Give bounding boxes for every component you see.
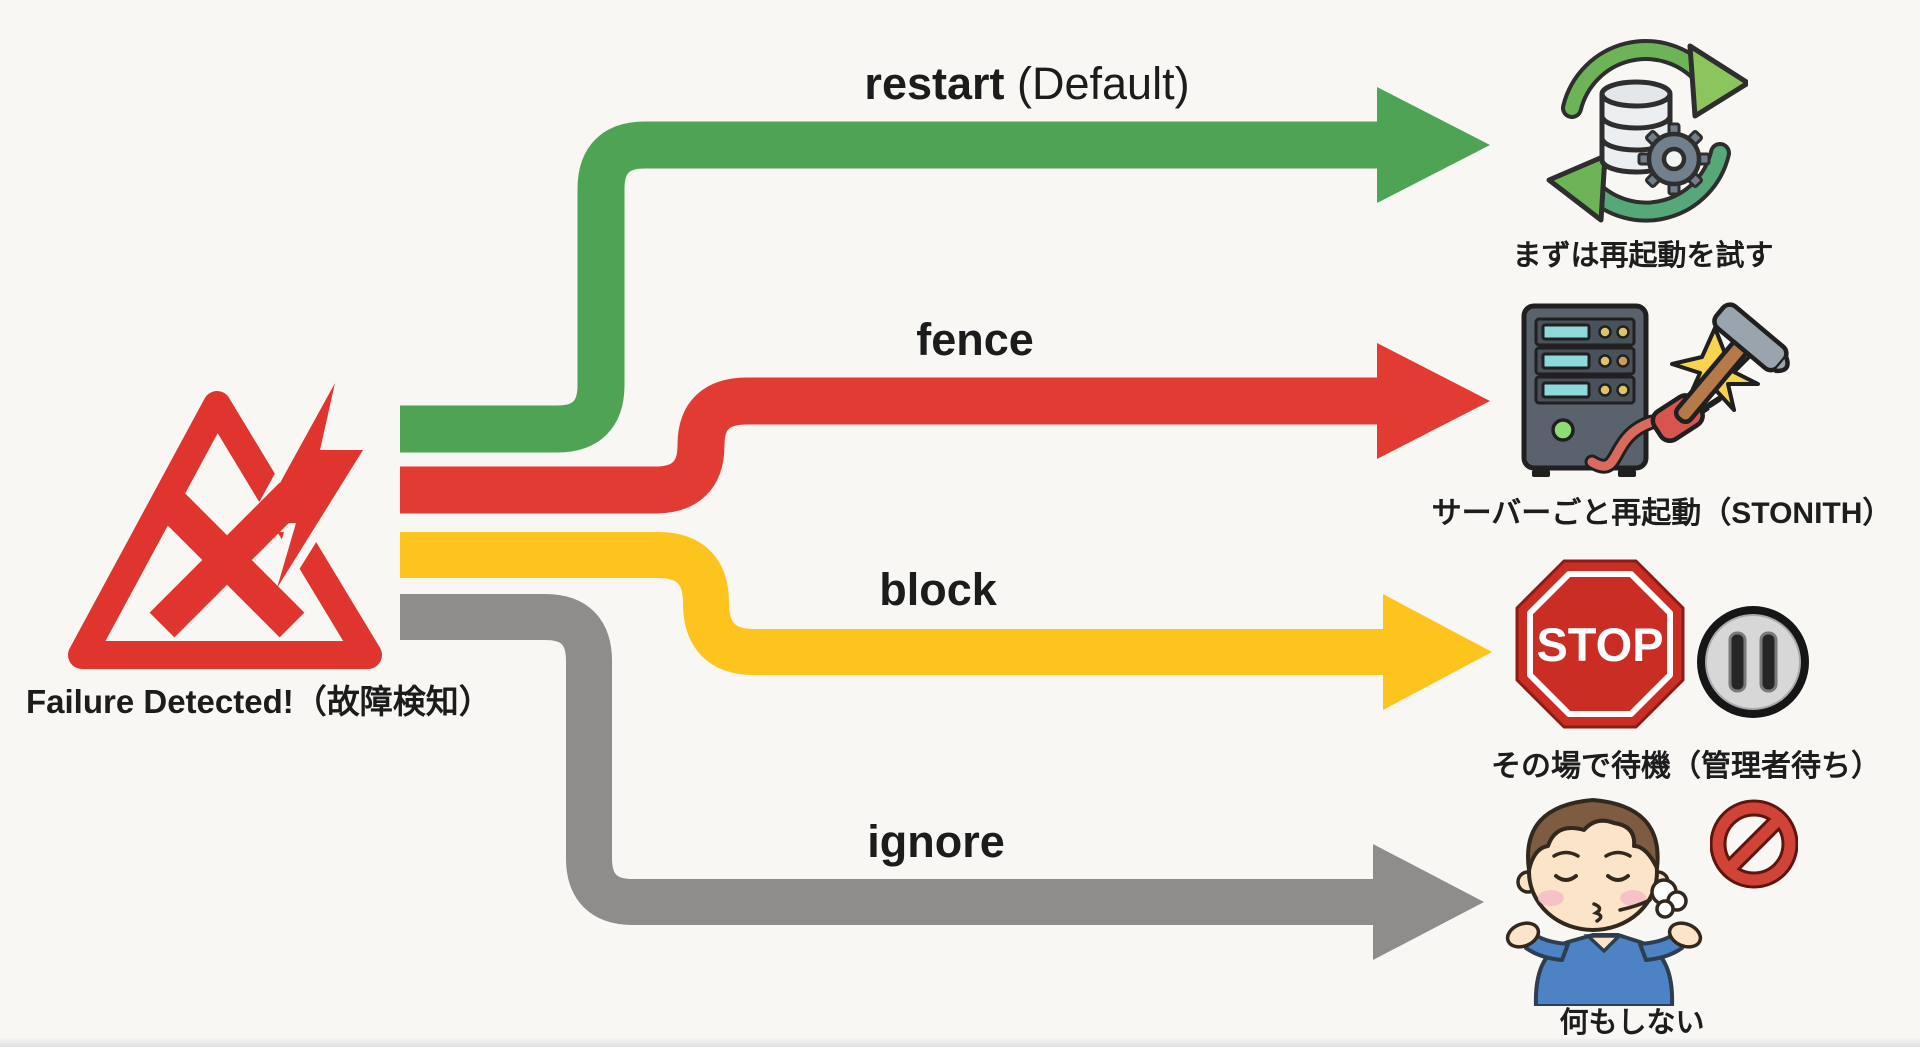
person-body (1505, 921, 1703, 1006)
cycle-arrow-top (1561, 39, 1748, 119)
prohibition-icon (1710, 799, 1798, 889)
server-tower-icon (1521, 303, 1649, 477)
label-fence: fence (916, 314, 1034, 365)
person-hair (1526, 798, 1660, 872)
hammer-icon (1673, 302, 1790, 425)
gear-icon (1637, 122, 1711, 196)
label-ignore: ignore (867, 816, 1005, 867)
arrow-ignore (400, 594, 1484, 960)
arrowhead-restart (1377, 87, 1490, 203)
power-cable-icon (1584, 414, 1660, 474)
label-restart: restart (Default) (864, 58, 1189, 110)
arrow-fence (400, 343, 1490, 514)
caption-restart: まずは再起動を試す (1512, 240, 1774, 272)
arrow-block (400, 532, 1492, 710)
breath-puff (1618, 878, 1688, 919)
server-led (1551, 418, 1575, 442)
bottom-edge-shade (0, 1037, 1920, 1047)
caption-fence: サーバーごと再起動（STONITH） (1431, 497, 1893, 530)
arrowhead-fence (1377, 343, 1490, 459)
restart-cycle-database-icon (1546, 39, 1748, 223)
caption-block: その場で待機（管理者待ち） (1491, 750, 1881, 783)
label-restart-suffix: (Default) (1004, 58, 1190, 109)
stop-sign-icon: STOP (1515, 559, 1685, 729)
label-block: block (879, 564, 997, 615)
arrowhead-ignore (1373, 844, 1484, 960)
pause-button-icon (1697, 606, 1809, 718)
server-hammer-plug-icon (1521, 302, 1790, 477)
shrug-person-icon (1505, 798, 1703, 1006)
x-mark-icon (149, 482, 305, 638)
caption-ignore: 何もしない (1559, 1007, 1705, 1039)
person-head (1516, 798, 1688, 932)
arrow-restart (400, 87, 1490, 453)
stop-sign-text: STOP (1536, 618, 1663, 671)
label-restart-main: restart (864, 58, 1005, 109)
failure-warning-icon (68, 374, 382, 669)
source-label: Failure Detected!（故障検知） (26, 683, 492, 720)
cycle-arrow-bottom (1546, 142, 1731, 223)
arrowhead-block (1383, 594, 1492, 710)
